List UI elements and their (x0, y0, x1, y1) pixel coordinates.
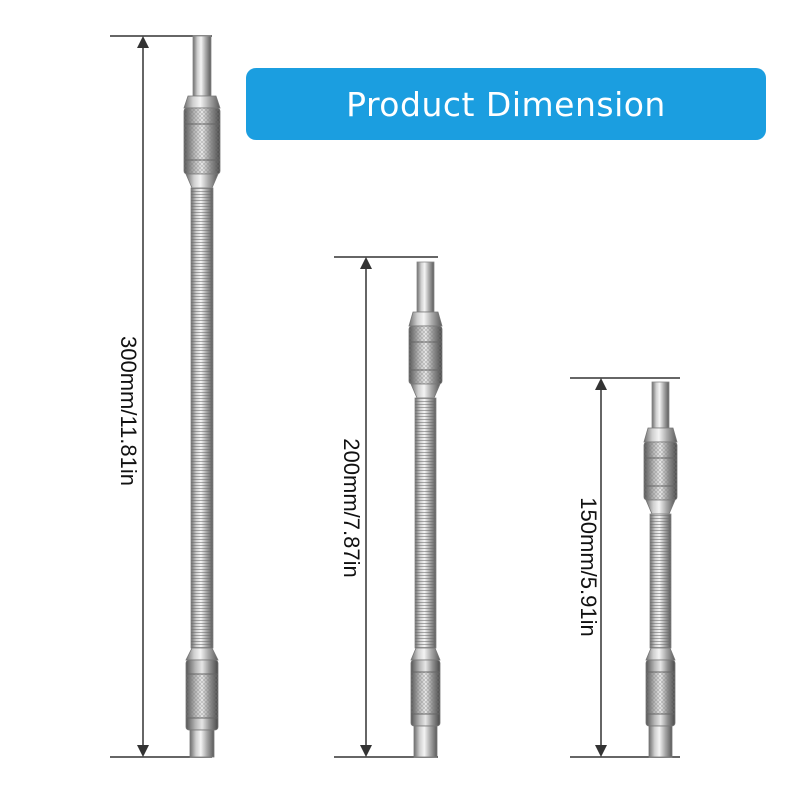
product-dimension-banner: Product Dimension (246, 68, 766, 140)
shaft-200mm: 200mm/7.87in (334, 256, 443, 758)
dimension-label: 300mm/11.81in (116, 336, 141, 486)
shaft-150mm: 150mm/5.91in (570, 377, 680, 758)
arrow-down-icon (595, 745, 607, 757)
arrow-up-icon (595, 378, 607, 390)
dimension-label: 200mm/7.87in (339, 438, 364, 577)
arrow-up-icon (137, 36, 149, 48)
banner-title: Product Dimension (346, 84, 666, 124)
arrow-up-icon (360, 257, 372, 269)
arrow-down-icon (360, 745, 372, 757)
arrow-down-icon (137, 745, 149, 757)
shaft-300mm: 300mm/11.81in (110, 35, 221, 758)
dimension-label: 150mm/5.91in (576, 497, 601, 636)
